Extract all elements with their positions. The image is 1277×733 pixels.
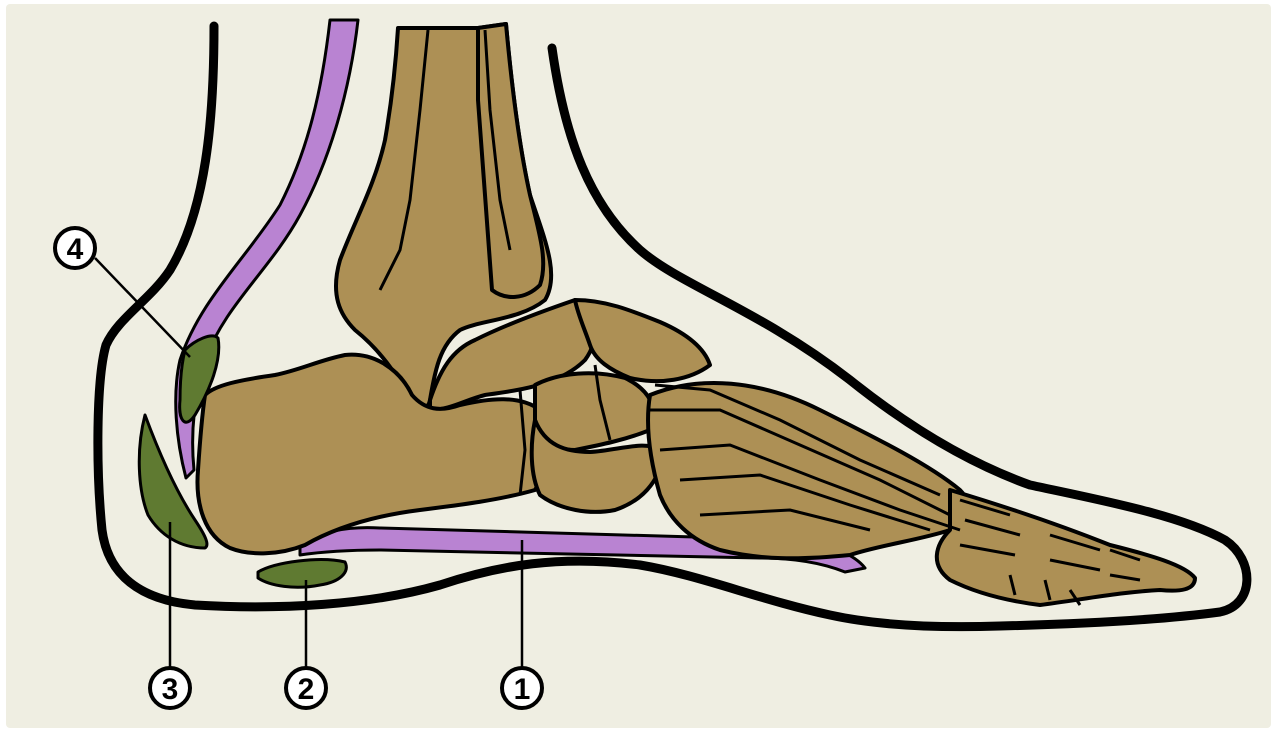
marker-1: 1 [502, 668, 542, 708]
marker-3-label: 3 [162, 673, 179, 706]
marker-2: 2 [286, 668, 326, 708]
marker-1-label: 1 [514, 673, 531, 706]
marker-3: 3 [150, 668, 190, 708]
marker-2-label: 2 [298, 673, 315, 706]
marker-4: 4 [55, 228, 95, 268]
marker-4-label: 4 [67, 233, 84, 266]
